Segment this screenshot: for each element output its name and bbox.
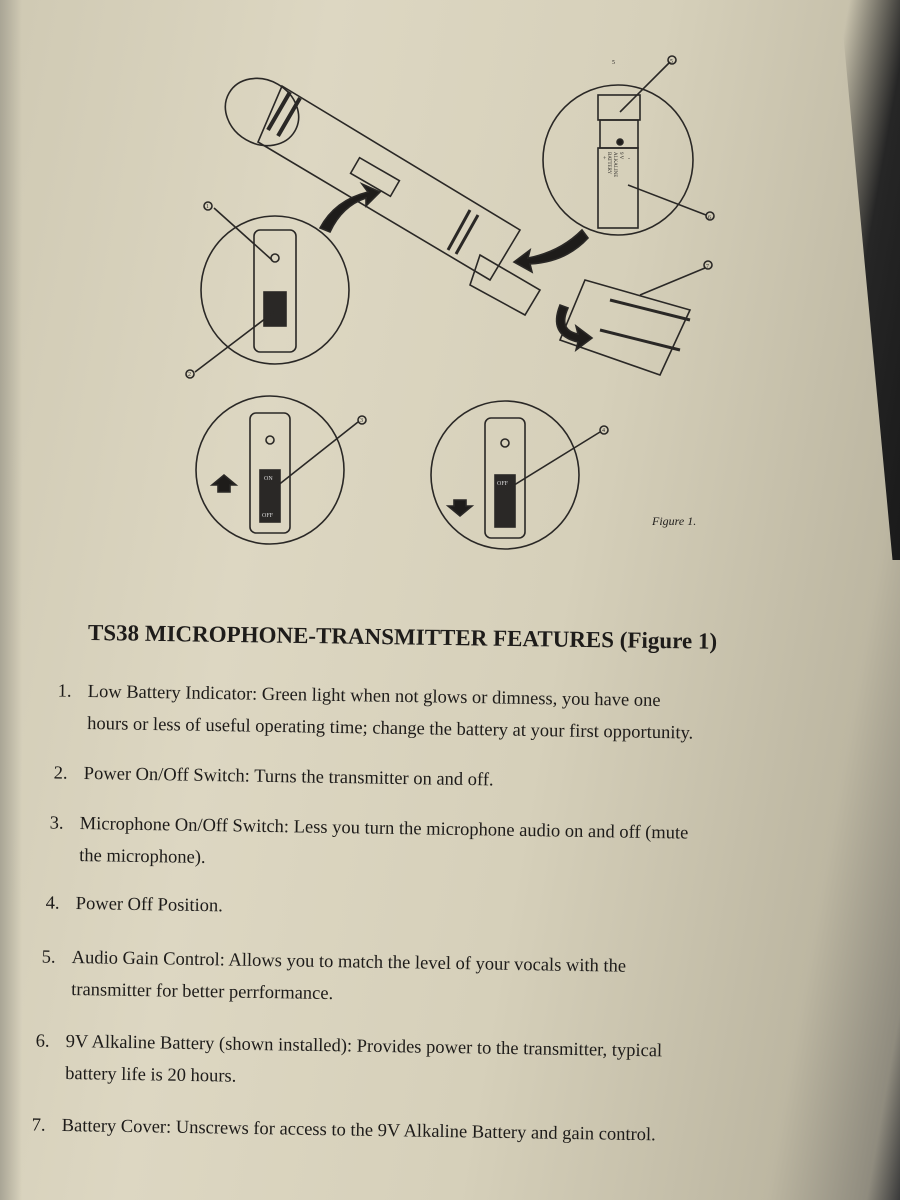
item-number: 4. [45, 893, 60, 914]
battery-label: ALKALINE [612, 152, 617, 177]
section-title: TS38 MICROPHONE-TRANSMITTER FEATURES (Fi… [87, 620, 718, 654]
callout-number: 6 [708, 215, 711, 221]
callout-number: 7 [706, 264, 709, 270]
callout-number: 5 [670, 59, 673, 65]
item-number: 2. [53, 763, 68, 784]
battery-cover-illustration [558, 279, 692, 376]
switch-label-off: OFF [497, 481, 509, 487]
battery-label: 9 V [618, 152, 623, 160]
item-text: Battery Cover: Unscrews for access to th… [61, 1115, 656, 1146]
battery-polarity: + [603, 156, 607, 162]
arrow-icon [512, 228, 590, 274]
feature-item-7: 7. Battery Cover: Unscrews for access to… [32, 1110, 656, 1151]
microphone-illustration [224, 77, 542, 317]
callout-number: 2 [188, 372, 191, 378]
detail-circle-power-off [430, 400, 609, 550]
feature-item-5: 5. Audio Gain Control: Allows you to mat… [42, 942, 627, 1015]
battery-polarity: - [628, 156, 630, 162]
item-number: 5. [41, 947, 56, 968]
item-number: 6. [35, 1031, 50, 1052]
switch-label-on: ON [264, 476, 273, 482]
item-number: 3. [49, 813, 64, 834]
detail-circle-battery [542, 55, 715, 296]
battery-label: BATTERY [606, 152, 611, 175]
feature-item-4: 4. Power Off Position. [46, 888, 224, 922]
callout-number: 5 [612, 60, 615, 66]
item-number: 1. [57, 681, 72, 702]
figure-caption: Figure 1. [652, 514, 697, 528]
detail-circle-mic-on [195, 395, 367, 545]
detail-circle-switch [185, 201, 350, 379]
item-number: 7. [31, 1115, 46, 1136]
feature-item-6: 6. 9V Alkaline Battery (shown installed)… [36, 1026, 663, 1099]
arrow-icon [555, 303, 594, 352]
feature-item-2: 2. Power On/Off Switch: Turns the transm… [54, 758, 494, 796]
figure-1-diagram: 5 5 6 7 1 2 3 4 OFF OFF ON + - 9 V ALKAL… [185, 55, 715, 550]
page-edge [0, 0, 22, 1200]
feature-item-1: 1. Low Battery Indicator: Green light wh… [58, 676, 694, 750]
item-text: Power Off Position. [75, 893, 224, 917]
switch-label-off: OFF [262, 513, 274, 519]
callout-number: 1 [206, 204, 209, 210]
item-text: Power On/Off Switch: Turns the transmitt… [83, 763, 494, 791]
arrow-icon [318, 182, 382, 234]
feature-item-3: 3. Microphone On/Off Switch: Less you tu… [50, 808, 689, 882]
callout-number: 3 [360, 418, 363, 424]
callout-number: 4 [602, 428, 605, 434]
